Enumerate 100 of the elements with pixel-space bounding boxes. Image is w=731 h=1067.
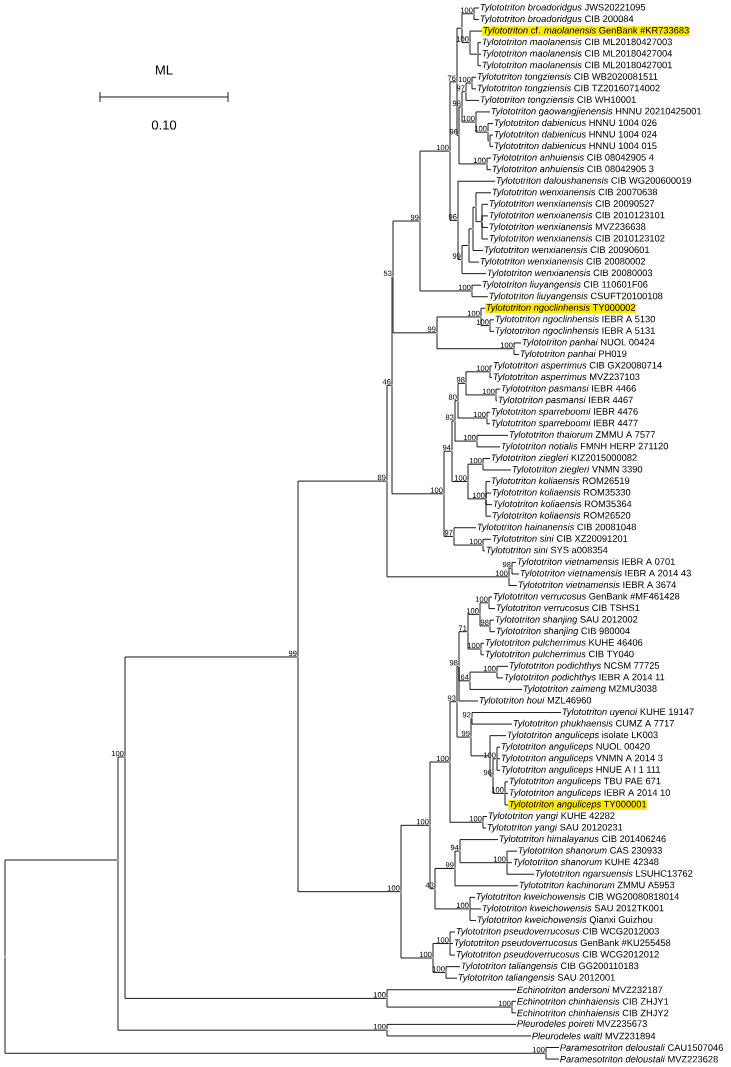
tree-branch xyxy=(386,989,517,999)
tree-branch xyxy=(449,943,456,956)
tree-branch xyxy=(469,30,483,43)
tree-branch xyxy=(391,276,393,386)
tree-branch xyxy=(482,458,491,464)
tree-branch xyxy=(458,135,487,165)
tree-branch xyxy=(419,221,472,292)
tree-branch xyxy=(453,527,477,537)
taxon-label: Echinotriton andersoni MVZ232187 xyxy=(517,986,663,994)
taxon-label: Tylototriton wenxianensis CIB 20090527 xyxy=(489,200,655,209)
tree-branch xyxy=(487,123,494,132)
taxon-label: Tylototriton pasmansi IEBR 4466 xyxy=(501,384,636,394)
tree-branch xyxy=(449,762,483,823)
tree-branch xyxy=(468,228,473,246)
tree-branch xyxy=(429,825,435,890)
taxon-label: Tylototriton sini SYS a008354 xyxy=(486,546,608,556)
taxon-label: Tylototriton gaowangjienensis HNNU 20210425001 xyxy=(491,107,702,117)
tree-branch xyxy=(445,972,458,979)
tree-branch xyxy=(481,215,489,222)
tree-branch xyxy=(469,42,478,55)
tree-branch xyxy=(429,761,450,826)
tree-branch xyxy=(386,1023,517,1030)
tree-branch xyxy=(480,307,486,317)
taxon-label: Pleurodeles poireti MVZ235673 xyxy=(517,1020,647,1029)
tree-branch xyxy=(392,220,420,277)
taxon-label: Tylototriton wenxianensis CIB 20090601 xyxy=(484,246,650,255)
tree-branch xyxy=(486,418,491,425)
tree-branch xyxy=(400,824,430,892)
tree-branch xyxy=(461,245,469,260)
tree-branch xyxy=(475,192,492,207)
taxon-label: Tylototriton anhuiensis CIB 08042905 3 xyxy=(492,165,654,174)
tree-branch xyxy=(489,365,493,372)
tree-branch xyxy=(449,931,456,944)
tree-branch xyxy=(485,499,492,517)
taxon-label: Paramesotriton deloustali CAU1507046 xyxy=(560,1044,723,1051)
taxon-label: Pleurodeles waltl MVZ231894 xyxy=(532,1032,656,1040)
tree-branch xyxy=(461,28,470,44)
taxon-label: Tylototriton pulcherrimus CIB TY040 xyxy=(485,650,634,660)
tree-branch xyxy=(4,859,118,957)
tree-branch xyxy=(432,958,446,973)
tree-branch xyxy=(513,348,520,355)
tree-branch xyxy=(489,619,495,626)
tree-branch xyxy=(475,111,491,122)
tree-branch xyxy=(477,42,482,54)
tree-branch xyxy=(458,631,468,667)
tree-branch xyxy=(419,150,450,221)
tree-branch xyxy=(489,319,495,326)
taxon-label: Tylototriton anguliceps IEBR A 2014 10 xyxy=(509,789,671,798)
taxon-label: Tylototriton vietnamensis IEBR A 0701 xyxy=(517,558,675,567)
taxon-label: Tylototriton maolanensis CIB ML20180427003 xyxy=(482,38,672,47)
taxon-label: Tylototriton anhuiensis CIB 08042905 4 xyxy=(492,153,654,163)
tree-branch xyxy=(482,545,486,552)
taxon-label: Tylototriton broadoridgus JWS20221095 xyxy=(480,3,646,13)
tree-branch xyxy=(471,83,477,90)
tree-branch xyxy=(476,441,501,448)
tree-branch xyxy=(475,207,482,223)
tree-branch xyxy=(513,342,522,349)
tree-branch xyxy=(504,781,509,794)
taxon-label: Tylototriton ngarsuensis LSUHC13762 xyxy=(535,869,693,879)
taxon-label: Tylototriton koliaensis ROM35364 xyxy=(493,500,632,509)
tree-branch xyxy=(496,665,509,672)
taxon-label: Tylototriton shanorum KUHE 42348 xyxy=(513,858,659,868)
tree-branch xyxy=(449,81,457,151)
tree-branch xyxy=(469,671,497,681)
tree-branch xyxy=(297,480,387,657)
tree-branch xyxy=(469,909,477,921)
tree-branch xyxy=(504,793,509,806)
tree-branch xyxy=(459,839,499,851)
taxon-label: Tylototriton ziegleri KIZ2015000082 xyxy=(491,454,637,463)
tree-branch xyxy=(449,943,454,944)
tree-branch xyxy=(117,756,125,860)
taxon-label: Tylototriton wenxianensis CIB 20070638 xyxy=(492,188,658,198)
tree-branch xyxy=(467,631,481,650)
taxon-label: Tylototriton kachinorum ZMMU A5953 xyxy=(519,881,675,891)
tree-branch xyxy=(471,284,482,291)
tree-branch xyxy=(489,735,507,756)
taxon-label: Tylototriton asperrimus CIB GX20080714 xyxy=(493,361,662,371)
taxon-label: Tylototriton tongziensis CIB TZ20160714002 xyxy=(477,84,660,94)
taxon-label: Tylototriton anguliceps isolate LK003 xyxy=(507,731,658,740)
tree-branch xyxy=(457,382,466,401)
tree-branch xyxy=(386,481,509,578)
tree-branch xyxy=(545,1053,560,1060)
tree-branch xyxy=(471,712,562,719)
tree-branch xyxy=(489,626,496,633)
taxon-label: Paramesotriton deloustali MVZ223628 xyxy=(560,1055,718,1063)
highlighted-taxon-label: Tylototriton ngoclinhensis TY000002 xyxy=(485,303,637,314)
tree-branch xyxy=(545,1047,560,1054)
tree-branch xyxy=(489,141,494,148)
tree-branch xyxy=(458,666,479,702)
tree-branch xyxy=(486,164,492,171)
tree-branch xyxy=(471,291,489,298)
tree-branch xyxy=(432,943,450,958)
tree-branch xyxy=(434,868,455,889)
tree-branch xyxy=(461,259,487,275)
tree-branch xyxy=(124,757,387,999)
tree-branch xyxy=(508,577,518,586)
taxon-label: Tylototriton vietnamensis IEBR A 3674 xyxy=(518,581,677,590)
taxon-label: Tylototriton taliangensis CIB GG200110183 xyxy=(461,962,639,971)
tree-branch xyxy=(467,613,480,632)
tree-branch xyxy=(459,851,507,864)
